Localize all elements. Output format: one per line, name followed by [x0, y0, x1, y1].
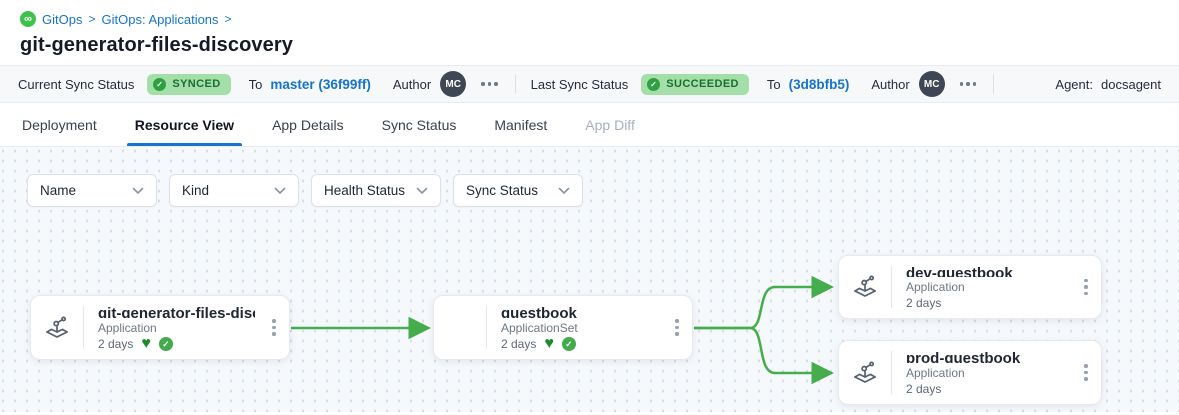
- tab-app-diff[interactable]: App Diff: [585, 116, 635, 133]
- last-more-authors-button[interactable]: [958, 78, 979, 90]
- last-author-label: Author: [871, 76, 910, 92]
- node-age: 2 days: [906, 382, 942, 396]
- chevron-down-icon: [558, 187, 570, 194]
- last-revision-link[interactable]: (3d8bfb5): [788, 76, 850, 92]
- node-age: 2 days: [501, 337, 537, 351]
- check-circle-icon: ✓: [647, 77, 661, 91]
- synced-check-icon: ✓: [561, 337, 576, 351]
- node-title: dev-guestbook: [906, 265, 1013, 277]
- current-more-authors-button[interactable]: [479, 78, 500, 90]
- breadcrumb-link-applications[interactable]: GitOps: Applications: [101, 11, 219, 27]
- filter-label: Kind: [182, 183, 210, 198]
- application-icon: [31, 296, 83, 359]
- current-author-avatar: MC: [440, 71, 467, 97]
- statusbar-divider: [514, 74, 516, 94]
- node-title: prod-guestbook: [906, 350, 1021, 363]
- filter-label: Name: [40, 183, 77, 198]
- node-menu-button[interactable]: [1071, 341, 1101, 404]
- node-divider: [891, 266, 892, 308]
- chevron-down-icon: [416, 187, 428, 194]
- node-meta: 2 days: [906, 296, 1067, 310]
- node-body: git-generator-files-disco... Application…: [84, 296, 259, 359]
- agent-value: docsagent: [1101, 76, 1161, 92]
- node-kind: ApplicationSet: [501, 320, 578, 335]
- tab-bar: Deployment Resource View App Details Syn…: [0, 103, 1179, 147]
- tab-deployment[interactable]: Deployment: [22, 116, 97, 133]
- node-title: guestbook: [501, 305, 577, 318]
- filter-dropdown-kind[interactable]: Kind: [169, 174, 299, 207]
- filter-dropdown-name[interactable]: Name: [27, 174, 157, 207]
- tab-app-details[interactable]: App Details: [272, 116, 344, 133]
- node-title: git-generator-files-disco...: [98, 305, 255, 318]
- health-heart-icon: ♥: [544, 335, 554, 352]
- filter-label: Health Status: [324, 183, 406, 198]
- last-sync-status-label: Last Sync Status: [530, 76, 629, 92]
- filter-label: Sync Status: [466, 183, 539, 198]
- agent-group: Agent: docsagent: [1055, 77, 1161, 92]
- statusbar-divider: [993, 74, 995, 94]
- filter-dropdown-health-status[interactable]: Health Status: [311, 174, 441, 207]
- breadcrumb-separator: >: [88, 12, 96, 26]
- breadcrumb-separator: >: [224, 12, 232, 26]
- node-divider: [891, 351, 892, 394]
- node-body: dev-guestbook Application 2 days: [892, 256, 1071, 318]
- applicationset-icon-slot: [434, 296, 486, 359]
- last-author-avatar: MC: [918, 71, 945, 97]
- node-divider: [83, 306, 84, 349]
- edge-guestbook-to-dev: [694, 275, 834, 330]
- current-revision-link[interactable]: master (36f99ff): [270, 76, 371, 92]
- node-age: 2 days: [906, 296, 942, 310]
- last-sync-status-badge-text: SUCCEEDED: [666, 78, 739, 90]
- node-body: guestbook ApplicationSet 2 days ♥ ✓: [487, 296, 662, 359]
- node-menu-button[interactable]: [662, 296, 692, 359]
- sync-status-bar: Current Sync Status ✓ SYNCED To master (…: [0, 65, 1179, 103]
- resource-graph-canvas: Name Kind Health Status Sync Status: [0, 147, 1179, 412]
- graph-node-prod-guestbook[interactable]: prod-guestbook Application 2 days: [838, 340, 1102, 405]
- graph-node-dev-guestbook[interactable]: dev-guestbook Application 2 days: [838, 255, 1102, 319]
- chevron-down-icon: [274, 187, 286, 194]
- synced-check-icon: ✓: [158, 337, 173, 351]
- last-to-label: To: [766, 76, 781, 92]
- check-circle-icon: ✓: [153, 77, 167, 91]
- application-icon: [839, 341, 891, 404]
- current-sync-status-badge-text: SYNCED: [172, 78, 221, 90]
- edge-guestbook-to-prod: [694, 326, 834, 385]
- node-divider: [486, 306, 487, 349]
- node-menu-button[interactable]: [259, 296, 289, 359]
- current-sync-status-badge: ✓ SYNCED: [147, 73, 231, 95]
- breadcrumb-link-gitops[interactable]: GitOps: [42, 11, 83, 27]
- agent-label: Agent:: [1055, 76, 1093, 92]
- page-title: git-generator-files-discovery: [20, 34, 293, 56]
- current-sync-status-label: Current Sync Status: [18, 76, 135, 92]
- node-kind: Application: [98, 320, 157, 335]
- chevron-down-icon: [132, 187, 144, 194]
- filter-dropdown-sync-status[interactable]: Sync Status: [453, 174, 583, 207]
- graph-node-guestbook[interactable]: guestbook ApplicationSet 2 days ♥ ✓: [433, 295, 693, 360]
- node-meta: 2 days: [906, 382, 1067, 396]
- node-kind: Application: [906, 279, 965, 294]
- node-meta: 2 days ♥ ✓: [501, 335, 658, 352]
- last-sync-status-badge: ✓ SUCCEEDED: [641, 73, 749, 95]
- node-meta: 2 days ♥ ✓: [98, 335, 255, 352]
- tab-resource-view[interactable]: Resource View: [126, 103, 243, 146]
- node-kind: Application: [906, 365, 965, 380]
- breadcrumb: ∞ GitOps > GitOps: Applications >: [20, 10, 1159, 28]
- tab-manifest[interactable]: Manifest: [494, 116, 548, 133]
- graph-filters: Name Kind Health Status Sync Status: [27, 174, 583, 207]
- health-heart-icon: ♥: [141, 335, 151, 352]
- tab-sync-status[interactable]: Sync Status: [381, 116, 457, 133]
- graph-node-git-generator[interactable]: git-generator-files-disco... Application…: [30, 295, 290, 360]
- current-to-label: To: [248, 76, 263, 92]
- node-menu-button[interactable]: [1071, 256, 1101, 318]
- node-age: 2 days: [98, 337, 134, 351]
- current-author-label: Author: [392, 76, 432, 92]
- gitops-logo-icon: ∞: [20, 11, 36, 27]
- application-icon: [839, 256, 891, 318]
- node-body: prod-guestbook Application 2 days: [892, 341, 1071, 404]
- page-header: ∞ GitOps > GitOps: Applications > git-ge…: [0, 0, 1179, 65]
